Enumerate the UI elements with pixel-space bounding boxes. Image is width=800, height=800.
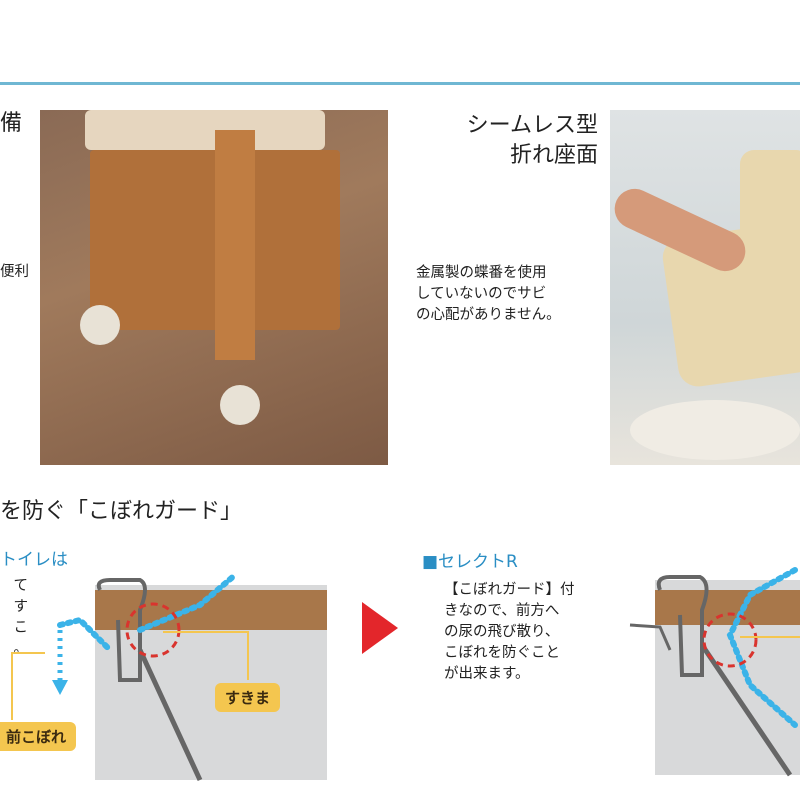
- seat-desc-line: していないのでサビ: [416, 286, 547, 302]
- right-desc-line: 【こぼれガード】付: [444, 582, 575, 598]
- seat-title-line1: シームレス型: [466, 113, 598, 138]
- folding-seat-photo: [610, 110, 800, 465]
- front-spill-label: 前こぼれ: [0, 722, 77, 751]
- spill-diagram-without-guard: [11, 572, 327, 782]
- drip-arrow-icon: [52, 680, 68, 695]
- body-fragment: 便利: [0, 264, 29, 280]
- right-subtitle: ■セレクトR: [422, 552, 518, 572]
- left-body-line: こ: [13, 620, 29, 636]
- right-desc-line: の尿の飛び散り、: [444, 624, 560, 640]
- seat-title-line2: 折れ座面: [509, 143, 598, 168]
- gap-label: すきま: [215, 683, 281, 712]
- arrow-right-icon: [362, 602, 398, 654]
- right-description: 【こぼれガード】付 きなので、前方へ の尿の飛び散り、 こぼれを防ぐこと が出来…: [444, 580, 575, 685]
- seat-desc-line: 金属製の蝶番を使用: [416, 265, 547, 281]
- right-desc-line: が出来ます。: [444, 666, 530, 682]
- spill-diagram-with-guard: [629, 567, 800, 777]
- right-desc-line: こぼれを防ぐこと: [444, 645, 560, 661]
- left-subtitle-fragment: トイレは: [0, 550, 68, 570]
- left-body-line: てす: [13, 578, 29, 615]
- seat-description: 金属製の蝶番を使用 していないのでサビ の心配がありません。: [416, 263, 561, 326]
- right-desc-line: きなので、前方へ: [444, 603, 560, 619]
- commode-chair-photo: [40, 110, 388, 465]
- seat-desc-line: の心配がありません。: [416, 307, 561, 323]
- heading-fragment: 備: [0, 111, 23, 136]
- section-divider: [0, 82, 800, 85]
- section-title: を防ぐ「こぼれガード」: [0, 499, 243, 524]
